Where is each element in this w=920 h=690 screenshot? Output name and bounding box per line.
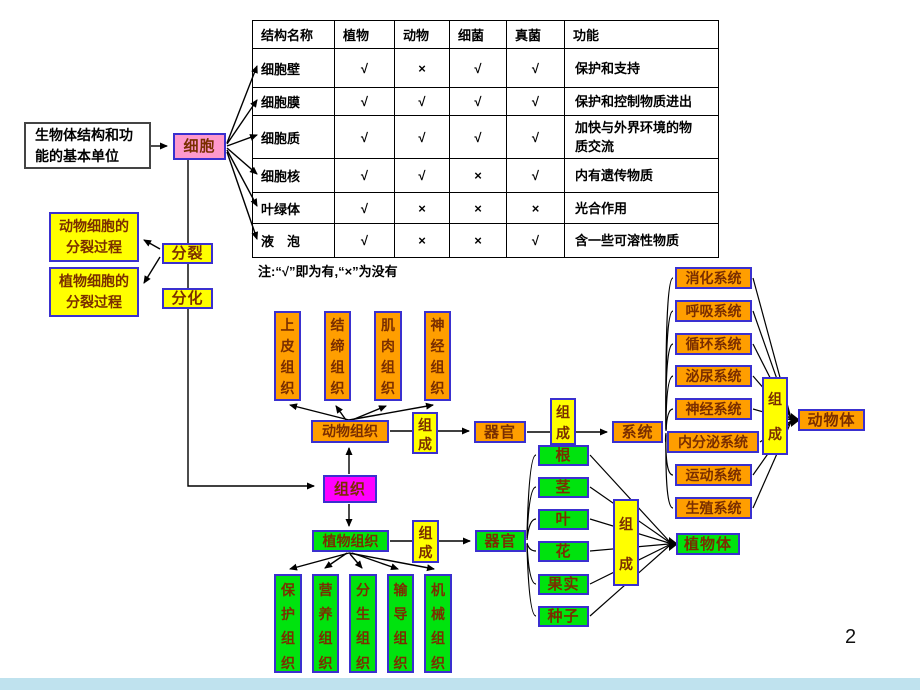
node-tissue: 组织 — [323, 475, 377, 503]
table-note: 注:“√”即为有,“×”为没有 — [258, 264, 398, 279]
bacteria-mark: × — [449, 223, 507, 258]
row-name: 细胞膜 — [252, 87, 335, 116]
animal-mark: √ — [394, 87, 450, 116]
bacteria-mark: × — [449, 192, 507, 224]
plant-mark: √ — [334, 158, 395, 193]
row-function: 含一些可溶性物质 — [564, 223, 719, 258]
row-function: 光合作用 — [564, 192, 719, 224]
node-digestive-system: 消化系统 — [675, 267, 752, 289]
bacteria-mark: √ — [449, 48, 507, 88]
node-nervous-system: 神经系统 — [675, 398, 752, 420]
node-system: 系统 — [612, 421, 663, 443]
node-motor-system: 运动系统 — [675, 464, 752, 486]
row-function: 内有遗传物质 — [564, 158, 719, 193]
cell-structure-table: 结构名称 植物 动物 细菌 真菌 功能 细胞壁 √ × √ √ 保护和支持 细胞… — [252, 20, 719, 258]
animal-mark: √ — [394, 158, 450, 193]
node-animal-body: 动物体 — [798, 409, 865, 431]
animal-mark: × — [394, 223, 450, 258]
node-nutritive-tissue: 营养组织 — [312, 574, 339, 673]
row-name: 液 泡 — [252, 223, 335, 258]
row-name: 细胞壁 — [252, 48, 335, 88]
node-plant-body: 植物体 — [676, 533, 740, 555]
header-bacteria: 细菌 — [449, 20, 507, 49]
bacteria-mark: √ — [449, 115, 507, 159]
plant-mark: √ — [334, 223, 395, 258]
row-function: 加快与外界环境的物质交流 — [564, 115, 719, 159]
animal-mark: × — [394, 48, 450, 88]
node-compose: 组成 — [412, 520, 439, 563]
plant-mark: √ — [334, 192, 395, 224]
table-row: 液 泡 √ × × √ 含一些可溶性物质 — [252, 223, 719, 258]
node-differentiation: 分化 — [162, 288, 213, 309]
bottom-bar — [0, 678, 920, 690]
node-organ-plant: 器官 — [475, 530, 526, 552]
node-conducting-tissue: 输导组织 — [387, 574, 414, 673]
plant-mark: √ — [334, 115, 395, 159]
node-plant-tissue: 植物组织 — [312, 530, 389, 552]
header-plant: 植物 — [334, 20, 395, 49]
fungi-mark: √ — [506, 223, 565, 258]
fungi-mark: × — [506, 192, 565, 224]
page-number: 2 — [845, 626, 857, 648]
node-compose: 组成 — [550, 398, 576, 445]
fungi-mark: √ — [506, 87, 565, 116]
plant-mark: √ — [334, 87, 395, 116]
row-function: 保护和控制物质进出 — [564, 87, 719, 116]
header-animal: 动物 — [394, 20, 450, 49]
fungi-mark: √ — [506, 48, 565, 88]
header-fungi: 真菌 — [506, 20, 565, 49]
node-muscle-tissue: 肌肉组织 — [374, 311, 402, 401]
node-connective-tissue: 结缔组织 — [324, 311, 351, 401]
table-row: 细胞质 √ √ √ √ 加快与外界环境的物质交流 — [252, 115, 719, 159]
node-leaf: 叶 — [538, 509, 589, 530]
node-flower: 花 — [538, 541, 589, 562]
row-name: 细胞核 — [252, 158, 335, 193]
table-header-row: 结构名称 植物 动物 细菌 真菌 功能 — [252, 20, 719, 49]
bacteria-mark: × — [449, 158, 507, 193]
node-division: 分裂 — [162, 243, 213, 264]
row-name: 叶绿体 — [252, 192, 335, 224]
node-seed: 种子 — [538, 606, 589, 627]
table-row: 细胞核 √ √ × √ 内有遗传物质 — [252, 158, 719, 193]
plant-mark: √ — [334, 48, 395, 88]
node-plant-cell-division: 植物细胞的 分裂过程 — [49, 267, 139, 317]
bacteria-mark: √ — [449, 87, 507, 116]
row-function: 保护和支持 — [564, 48, 719, 88]
animal-mark: × — [394, 192, 450, 224]
node-fruit: 果实 — [538, 574, 589, 595]
node-animal-cell-division: 动物细胞的 分裂过程 — [49, 212, 139, 262]
node-circulatory-system: 循环系统 — [675, 333, 752, 355]
node-basic-unit: 生物体结构和功 能的基本单位 — [24, 122, 151, 169]
node-meristematic-tissue: 分生组织 — [349, 574, 377, 673]
node-animal-tissue: 动物组织 — [311, 420, 389, 443]
header-structure: 结构名称 — [252, 20, 335, 49]
node-epithelial-tissue: 上皮组织 — [274, 311, 301, 401]
fungi-mark: √ — [506, 158, 565, 193]
node-compose: 组成 — [762, 377, 788, 455]
header-function: 功能 — [564, 20, 719, 49]
node-reproductive-system: 生殖系统 — [675, 497, 752, 519]
node-urinary-system: 泌尿系统 — [675, 365, 752, 387]
node-nervous-tissue: 神经组织 — [424, 311, 451, 401]
node-mechanical-tissue: 机械组织 — [424, 574, 452, 673]
animal-mark: √ — [394, 115, 450, 159]
fungi-mark: √ — [506, 115, 565, 159]
table-row: 细胞膜 √ √ √ √ 保护和控制物质进出 — [252, 87, 719, 116]
node-stem: 茎 — [538, 477, 589, 498]
node-organ-animal: 器官 — [474, 421, 526, 443]
node-respiratory-system: 呼吸系统 — [675, 300, 752, 322]
table-row: 细胞壁 √ × √ √ 保护和支持 — [252, 48, 719, 88]
node-cell: 细胞 — [173, 133, 226, 160]
node-compose: 组成 — [613, 499, 639, 586]
node-compose: 组成 — [412, 412, 438, 454]
row-name: 细胞质 — [252, 115, 335, 159]
node-root: 根 — [538, 445, 589, 466]
table-row: 叶绿体 √ × × × 光合作用 — [252, 192, 719, 224]
node-protective-tissue: 保护组织 — [274, 574, 302, 673]
node-endocrine-system: 内分泌系统 — [667, 431, 759, 453]
